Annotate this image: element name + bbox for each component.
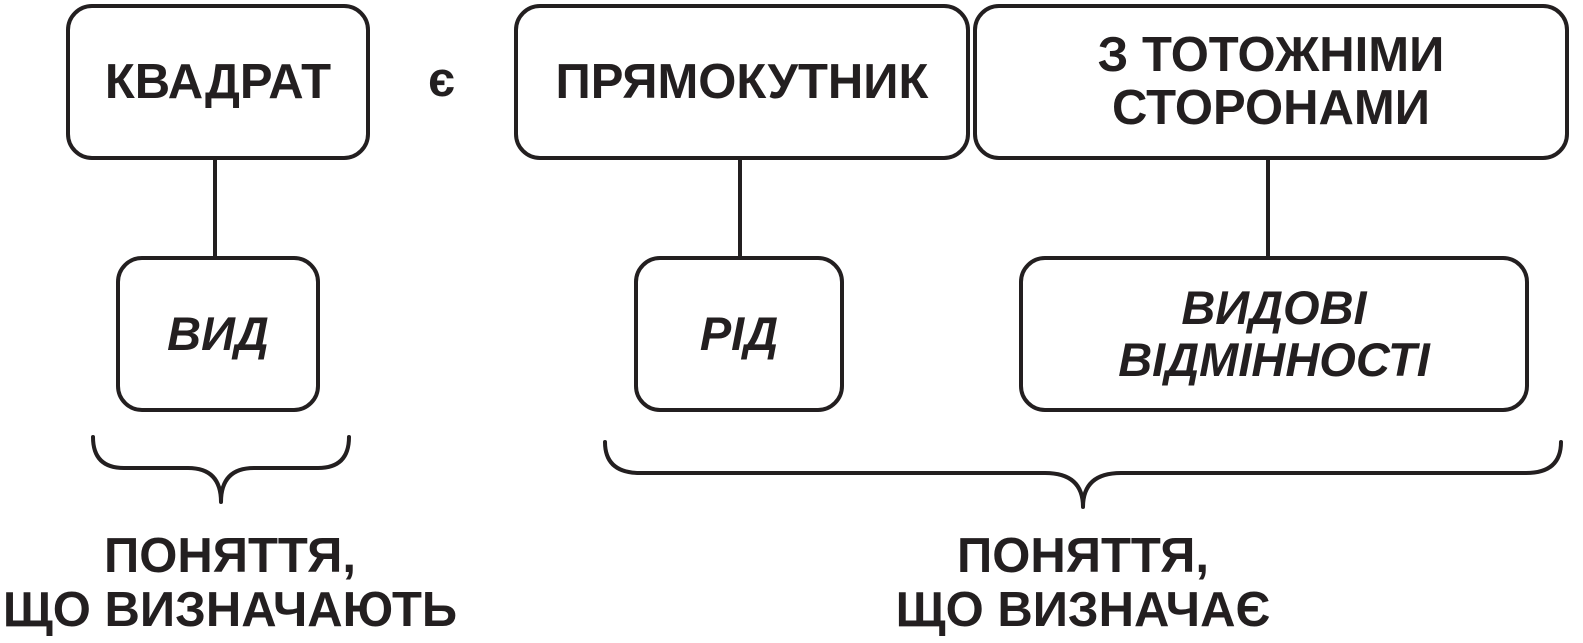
connector-rectangle-genus (738, 160, 742, 256)
role-differences-box: ВИДОВІ ВІДМІННОСТІ (1019, 256, 1529, 412)
caption-defining-concept: ПОНЯТТЯ, ЩО ВИЗНАЧАЄ (895, 529, 1271, 637)
caption-defined-concept: ПОНЯТТЯ, ЩО ВИЗНАЧАЮТЬ (2, 529, 458, 637)
term-square-label: КВАДРАТ (104, 54, 332, 109)
term-rectangle-box: ПРЯМОКУТНИК (514, 4, 970, 160)
role-genus-label: РІД (699, 307, 779, 361)
role-species-box: ВИД (116, 256, 320, 412)
term-rectangle-label: ПРЯМОКУТНИК (555, 54, 929, 109)
connector-square-species (213, 160, 217, 256)
brace-right (603, 440, 1563, 509)
copula-word: є (428, 53, 456, 107)
role-genus-box: РІД (634, 256, 844, 412)
role-differences-label: ВИДОВІ ВІДМІННОСТІ (1118, 281, 1430, 386)
brace-left (91, 435, 351, 504)
term-equal-sides-box: З ТОТОЖНІМИ СТОРОНАМИ (973, 4, 1569, 160)
connector-sides-differences (1266, 160, 1270, 256)
role-species-label: ВИД (167, 307, 269, 361)
term-equal-sides-label: З ТОТОЖНІМИ СТОРОНАМИ (1097, 28, 1445, 135)
term-square-box: КВАДРАТ (66, 4, 370, 160)
